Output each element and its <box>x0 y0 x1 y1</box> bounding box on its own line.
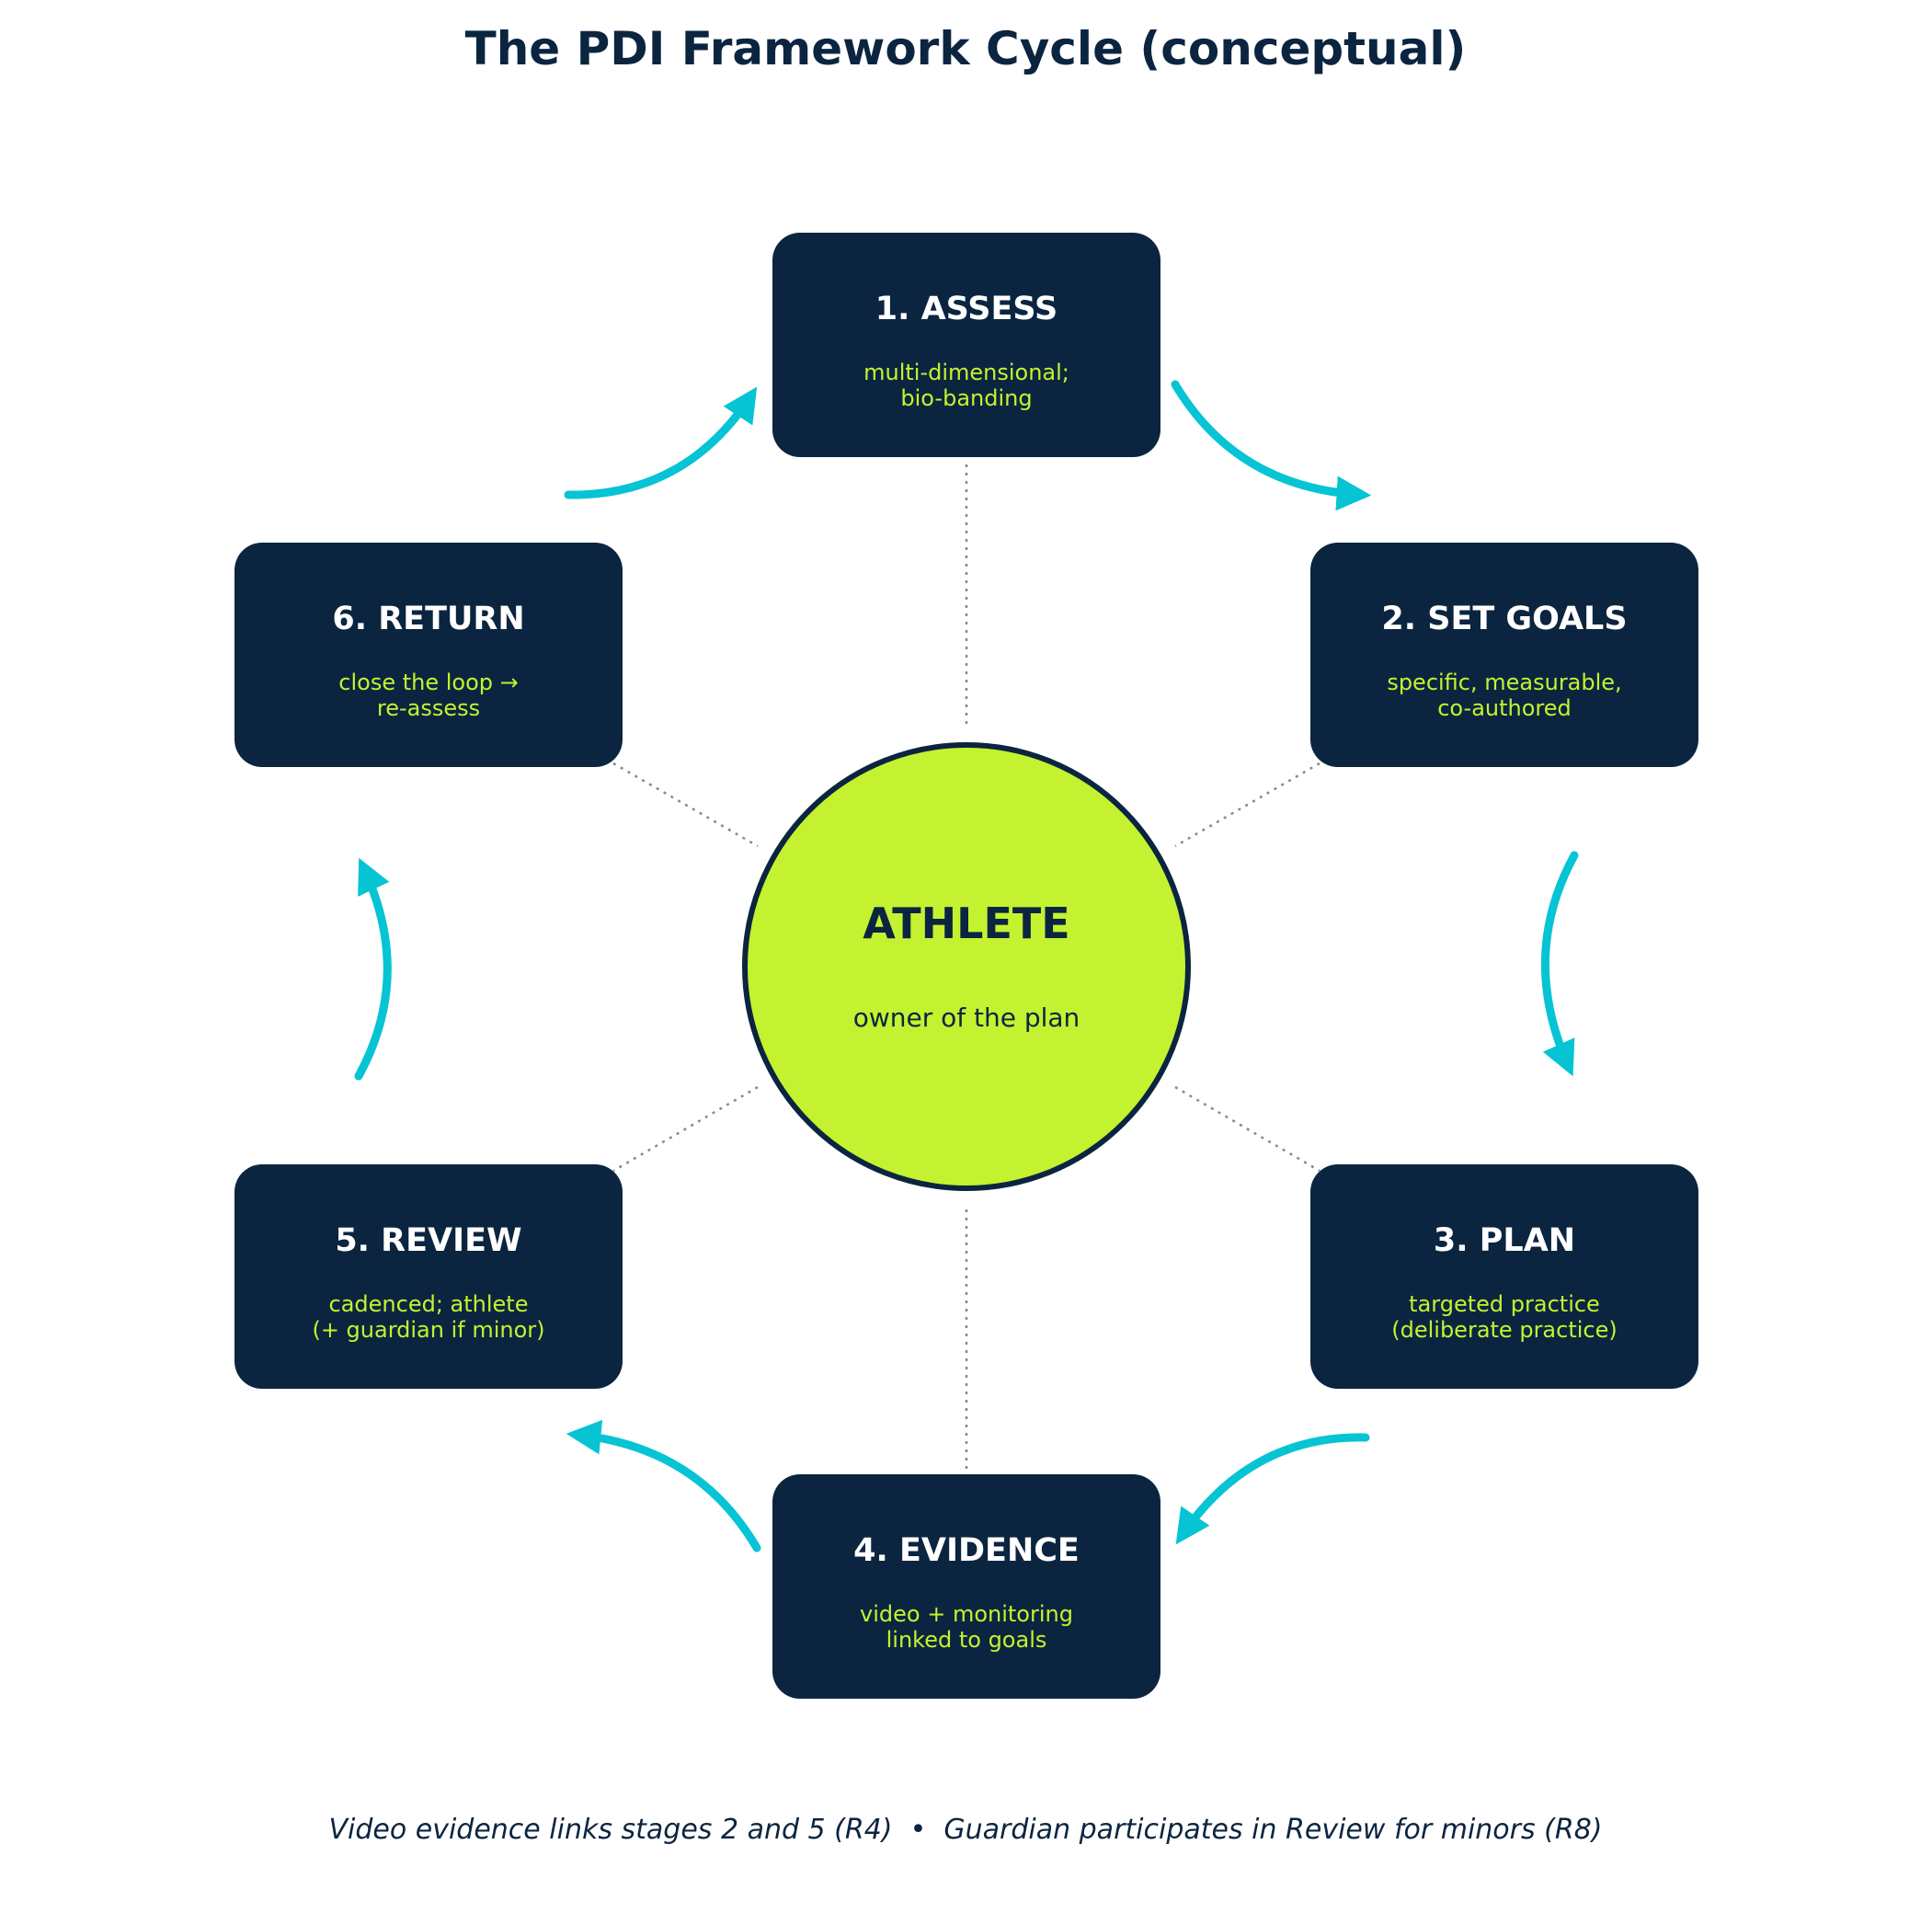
stage-box <box>234 543 623 767</box>
connector-set-goals <box>1174 762 1320 848</box>
stage-title: 1. ASSESS <box>875 291 1058 327</box>
stage-subtitle-line2: re-assess <box>377 695 480 721</box>
stage-box <box>772 1474 1160 1699</box>
stage-box <box>1310 543 1698 767</box>
footer-note: Video evidence links stages 2 and 5 (R4)… <box>328 1814 1602 1846</box>
stage-subtitle-line1: close the loop → <box>338 670 518 695</box>
arrow-set-goals-to-plan <box>1541 851 1579 1077</box>
stage-subtitle-line1: video + monitoring <box>860 1601 1073 1627</box>
arrow-plan-to-evidence <box>1175 1433 1370 1545</box>
hub: ATHLETE owner of the plan <box>742 742 1191 1191</box>
stage-assess: 1. ASSESS multi-dimensional; bio-banding <box>772 233 1160 457</box>
connector-return <box>612 762 759 848</box>
stage-review: 5. REVIEW cadenced; athlete (+ guardian … <box>234 1164 623 1389</box>
arrow-return-to-assess <box>564 386 758 499</box>
stage-box <box>234 1164 623 1389</box>
stage-subtitle-line2: co-authored <box>1437 695 1572 721</box>
stage-box <box>772 233 1160 457</box>
connector-plan <box>1174 1085 1320 1173</box>
connectors <box>612 464 1320 1472</box>
stage-subtitle-line2: linked to goals <box>886 1627 1047 1653</box>
stage-box <box>1310 1164 1698 1389</box>
stage-set-goals: 2. SET GOALS specific, measurable, co-au… <box>1310 543 1698 767</box>
cycle-arrows <box>354 380 1579 1552</box>
connector-review <box>612 1085 759 1173</box>
diagram-title: The PDI Framework Cycle (conceptual) <box>465 22 1467 75</box>
stage-title: 2. SET GOALS <box>1381 601 1627 637</box>
arrow-review-to-return <box>354 857 392 1081</box>
stage-subtitle-line1: targeted practice <box>1409 1291 1600 1317</box>
stage-subtitle-line2: (+ guardian if minor) <box>312 1317 544 1343</box>
stage-subtitle-line2: (deliberate practice) <box>1391 1317 1617 1343</box>
hub-circle <box>742 742 1191 1191</box>
stage-subtitle-line1: cadenced; athlete <box>329 1291 529 1317</box>
arrow-assess-to-set-goals <box>1171 380 1372 511</box>
stage-evidence: 4. EVIDENCE video + monitoring linked to… <box>772 1474 1160 1699</box>
stage-title: 5. REVIEW <box>335 1222 521 1259</box>
stage-subtitle-line1: specific, measurable, <box>1387 670 1621 695</box>
arrow-evidence-to-review <box>566 1419 761 1552</box>
stage-title: 3. PLAN <box>1434 1222 1575 1259</box>
hub-title: ATHLETE <box>863 899 1069 948</box>
stage-plan: 3. PLAN targeted practice (deliberate pr… <box>1310 1164 1698 1389</box>
stage-title: 6. RETURN <box>332 601 524 637</box>
stage-return: 6. RETURN close the loop → re-assess <box>234 543 623 767</box>
hub-subtitle: owner of the plan <box>853 1002 1080 1033</box>
stage-subtitle-line1: multi-dimensional; <box>863 360 1069 385</box>
stage-subtitle-line2: bio-banding <box>900 385 1032 411</box>
stage-title: 4. EVIDENCE <box>853 1532 1080 1569</box>
